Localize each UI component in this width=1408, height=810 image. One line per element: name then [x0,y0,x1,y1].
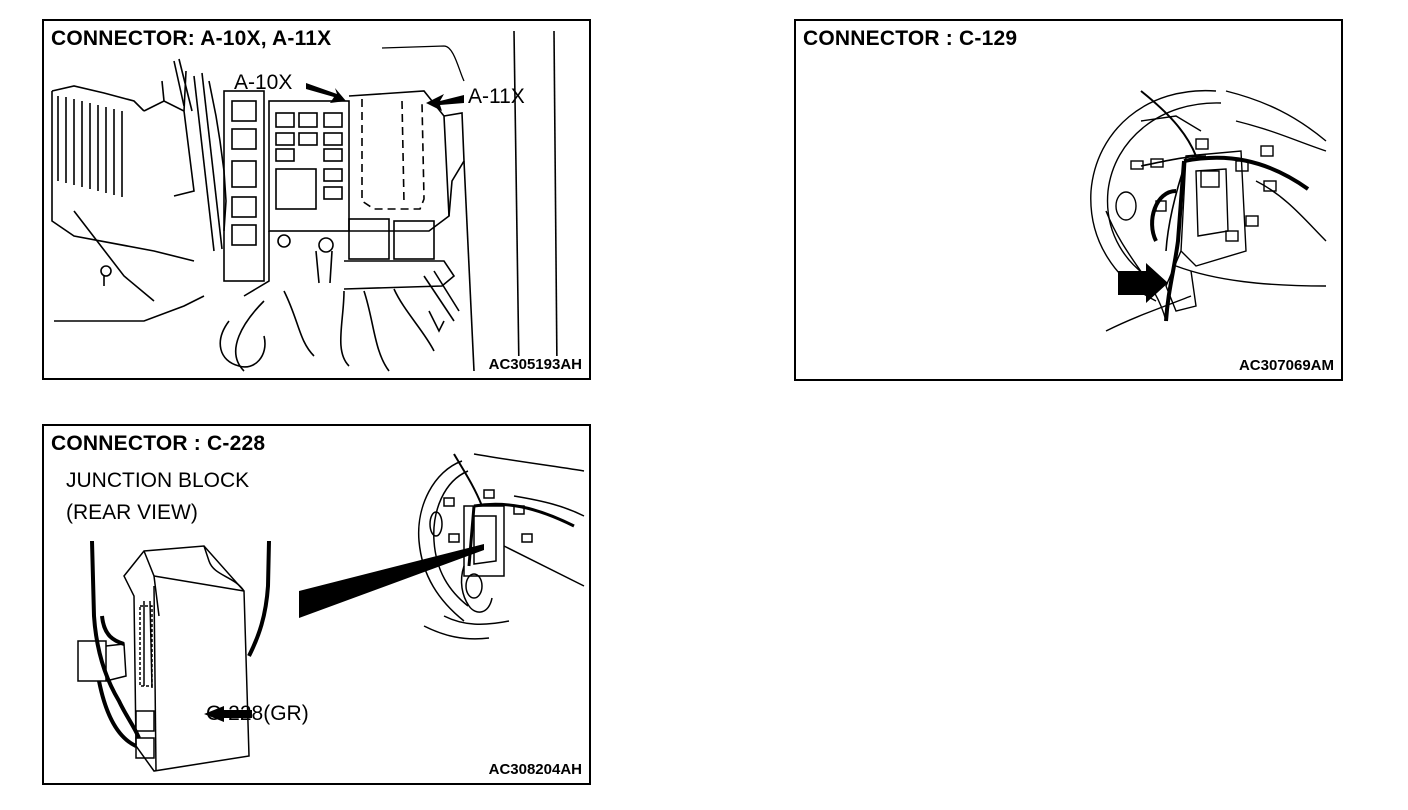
pointer-arrow-icon [204,706,252,722]
callout-junction-block: JUNCTION BLOCK [66,469,250,492]
panel-title: CONNECTOR: A-10X, A-11X [51,26,336,52]
panel-connector-c228: CONNECTOR : C-228 JUNCTION BLOCK (REAR V… [42,424,591,785]
callout-rear-view: (REAR VIEW) [66,501,198,524]
panel-connector-c129: CONNECTOR : C-129 AC307069AM [794,19,1343,381]
pointer-arrow-icon [306,83,346,103]
steering-wheel-harness-illustration [1090,89,1327,332]
figure-reference: AC307069AM [1238,357,1334,375]
figure-reference: AC305193AH [488,356,582,374]
panel-title: CONNECTOR : C-129 [803,26,1022,52]
junction-block-illustration [77,453,585,772]
panel-connector-a10x-a11x: CONNECTOR: A-10X, A-11X A-10X A-11X AC30… [42,19,591,380]
callout-a11x: A-11X [468,85,525,108]
engine-bay-relay-box-illustration [51,30,558,372]
figure-reference: AC308204AH [488,761,582,779]
pointer-arrow-icon [1118,263,1168,303]
pointer-arrow-icon [426,94,464,111]
callout-a10x: A-10X [234,71,293,94]
callout-c228-gr: C-228(GR) [206,702,309,725]
panel-title: CONNECTOR : C-228 [51,431,270,457]
